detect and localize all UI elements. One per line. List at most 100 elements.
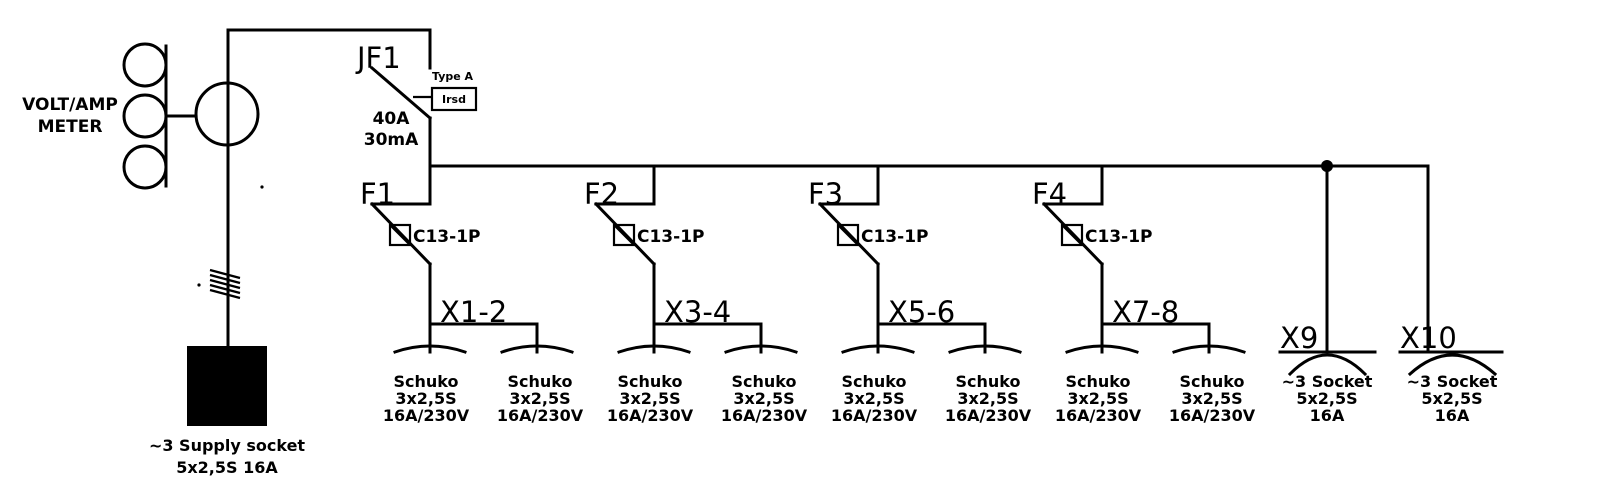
schuko-socket-6: Schuko 3x2,5S 16A/230V — [945, 344, 1032, 425]
schuko-6-line2: 3x2,5S — [957, 389, 1018, 408]
x9-line1: ~3 Socket — [1282, 372, 1373, 391]
main-feed — [197, 28, 432, 348]
breaker-f4-type: C13-1P — [1085, 227, 1152, 247]
rcd-jf1: JF1 Irsd Type A 40A 30mA — [355, 41, 478, 168]
socket-group-x3-4: X3-4 — [664, 295, 731, 329]
schuko-8-line2: 3x2,5S — [1181, 389, 1242, 408]
schuko-socket-5-symbol — [841, 344, 915, 354]
meter-label-line2: METER — [38, 117, 103, 137]
stray-dot-2 — [197, 283, 201, 287]
schuko-socket-2-symbol — [500, 344, 574, 354]
socket-group-x7-8: X7-8 — [1112, 295, 1179, 329]
circuit-f2: F2 C13-1P X3-4 — [584, 177, 763, 354]
x9-socket-symbol — [1287, 353, 1368, 377]
breaker-f3-box — [836, 223, 860, 247]
breaker-f1-type: C13-1P — [413, 227, 480, 247]
schuko-3-line2: 3x2,5S — [619, 389, 680, 408]
meter-coil-top — [122, 42, 168, 88]
breaker-f3-blade — [817, 201, 881, 267]
schuko-7-line1: Schuko — [1066, 372, 1131, 391]
breaker-f3-type: C13-1P — [861, 227, 928, 247]
schuko-1-line3: 16A/230V — [383, 406, 470, 425]
breaker-f2-type: C13-1P — [637, 227, 704, 247]
x9-name: X9 — [1280, 321, 1318, 355]
schuko-3-line3: 16A/230V — [607, 406, 694, 425]
schuko-1-line2: 3x2,5S — [395, 389, 456, 408]
meter-label-line1: VOLT/AMP — [22, 95, 118, 115]
breaker-f2-blade — [593, 201, 657, 267]
volt-amp-meter: VOLT/AMP METER — [22, 42, 260, 190]
stray-dot-1 — [260, 185, 264, 189]
schuko-socket-2: Schuko 3x2,5S 16A/230V — [497, 344, 584, 425]
rcd-sensitivity: 30mA — [364, 130, 419, 150]
schuko-socket-8: Schuko 3x2,5S 16A/230V — [1169, 344, 1256, 425]
schuko-socket-8-symbol — [1172, 344, 1246, 354]
schuko-2-line3: 16A/230V — [497, 406, 584, 425]
schuko-7-line2: 3x2,5S — [1067, 389, 1128, 408]
x10-line2: 5x2,5S — [1421, 389, 1482, 408]
breaker-f3-box-diag — [837, 224, 859, 246]
rcd-switch-blade — [369, 65, 433, 121]
schuko-4-line1: Schuko — [732, 372, 797, 391]
schuko-5-line1: Schuko — [842, 372, 907, 391]
schuko-socket-1: Schuko 3x2,5S 16A/230V — [383, 344, 470, 425]
breaker-f1-name: F1 — [360, 177, 395, 211]
schuko-6-line1: Schuko — [956, 372, 1021, 391]
cable-core-mark-4 — [209, 283, 241, 295]
x10-line1: ~3 Socket — [1407, 372, 1498, 391]
schuko-5-line2: 3x2,5S — [843, 389, 904, 408]
schuko-1-line1: Schuko — [394, 372, 459, 391]
x9-line2: 5x2,5S — [1296, 389, 1357, 408]
breaker-f3-name: F3 — [808, 177, 843, 211]
x9-line3: 16A — [1310, 406, 1345, 425]
schuko-2-line2: 3x2,5S — [509, 389, 570, 408]
meter-coil-middle — [122, 93, 168, 139]
supply-label-line2: 5x2,5S 16A — [176, 458, 278, 477]
circuit-f4: F4 C13-1P X7-8 — [1032, 177, 1211, 354]
schuko-4-line2: 3x2,5S — [733, 389, 794, 408]
schuko-8-line1: Schuko — [1180, 372, 1245, 391]
schuko-8-line3: 16A/230V — [1169, 406, 1256, 425]
schuko-socket-7-symbol — [1065, 344, 1139, 354]
distribution-bus — [428, 160, 1430, 354]
schuko-2-line1: Schuko — [508, 372, 573, 391]
schuko-3-line1: Schuko — [618, 372, 683, 391]
schuko-socket-7: Schuko 3x2,5S 16A/230V — [1055, 344, 1142, 425]
x10-line3: 16A — [1435, 406, 1470, 425]
breaker-f4-blade — [1041, 201, 1105, 267]
schuko-7-line3: 16A/230V — [1055, 406, 1142, 425]
breaker-f4-name: F4 — [1032, 177, 1067, 211]
schuko-socket-3-symbol — [617, 344, 691, 354]
supply-socket: ~3 Supply socket 5x2,5S 16A — [149, 346, 305, 477]
breaker-f4-box-diag — [1061, 224, 1083, 246]
supply-socket-block — [187, 346, 267, 426]
breaker-f1-blade — [369, 201, 433, 267]
schuko-socket-4-symbol — [724, 344, 798, 354]
three-phase-socket-x10: X10 ~3 Socket 5x2,5S 16A — [1398, 321, 1504, 425]
socket-group-x1-2: X1-2 — [440, 295, 507, 329]
meter-coil-bottom — [122, 144, 168, 190]
schuko-socket-1-symbol — [393, 344, 467, 354]
schuko-socket-5: Schuko 3x2,5S 16A/230V — [831, 344, 918, 425]
supply-label-line1: ~3 Supply socket — [149, 436, 305, 455]
circuit-f3: F3 C13-1P X5-6 — [808, 177, 987, 354]
x10-socket-symbol — [1407, 353, 1498, 377]
socket-group-x5-6: X5-6 — [888, 295, 955, 329]
x10-name: X10 — [1400, 321, 1457, 355]
breaker-f2-box — [612, 223, 636, 247]
three-phase-socket-x9: X9 ~3 Socket 5x2,5S 16A — [1278, 321, 1377, 425]
breaker-f4-box — [1060, 223, 1084, 247]
rcd-type: Type A — [432, 70, 474, 83]
circuit-f1: F1 C13-1P X1-2 — [360, 177, 539, 354]
breaker-f2-box-diag — [613, 224, 635, 246]
schuko-socket-6-symbol — [948, 344, 1022, 354]
breaker-f2-name: F2 — [584, 177, 619, 211]
rcd-rating: 40A — [373, 109, 411, 129]
schuko-4-line3: 16A/230V — [721, 406, 808, 425]
rcd-trip-box — [430, 86, 478, 112]
schuko-socket-4: Schuko 3x2,5S 16A/230V — [721, 344, 808, 425]
cable-core-mark-3 — [209, 278, 241, 290]
cable-core-mark-5 — [209, 288, 241, 300]
schuko-6-line3: 16A/230V — [945, 406, 1032, 425]
